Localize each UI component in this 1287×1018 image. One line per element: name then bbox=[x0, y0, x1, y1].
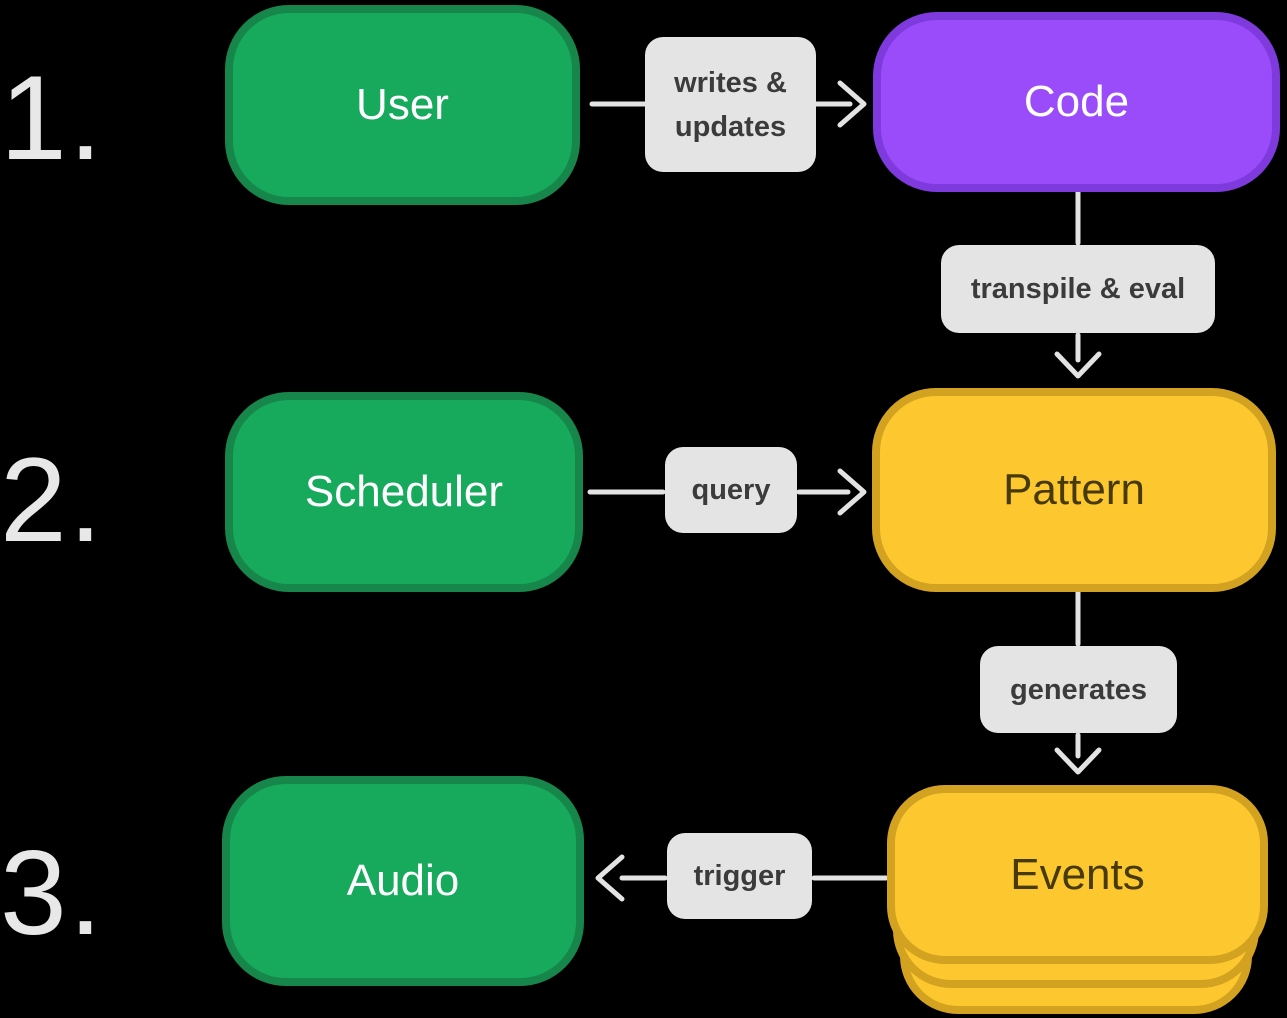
node-pattern-label: Pattern bbox=[1003, 465, 1145, 514]
node-events: Events bbox=[887, 785, 1268, 964]
step-number-1: 1. bbox=[0, 51, 105, 185]
edge-label-transpile-eval: transpile & eval bbox=[941, 245, 1215, 333]
node-events-label: Events bbox=[1010, 849, 1145, 899]
step-number-3: 3. bbox=[0, 826, 105, 960]
edge-label-writes-updates: writes & updates bbox=[645, 37, 816, 172]
node-code-label: Code bbox=[1023, 77, 1130, 126]
edge-label-query: query bbox=[665, 447, 797, 533]
step-number-2: 2. bbox=[0, 433, 105, 567]
edge-label-trigger: trigger bbox=[667, 833, 812, 919]
node-audio: Audio bbox=[222, 776, 584, 986]
node-pattern: Pattern bbox=[872, 388, 1276, 592]
edge-label-generates: generates bbox=[980, 646, 1177, 733]
node-scheduler-label: Scheduler bbox=[304, 467, 504, 516]
node-scheduler: Scheduler bbox=[225, 392, 583, 592]
node-code: Code bbox=[873, 12, 1280, 192]
node-user: User bbox=[225, 5, 580, 205]
node-user-label: User bbox=[356, 80, 449, 129]
node-audio-label: Audio bbox=[346, 856, 460, 905]
